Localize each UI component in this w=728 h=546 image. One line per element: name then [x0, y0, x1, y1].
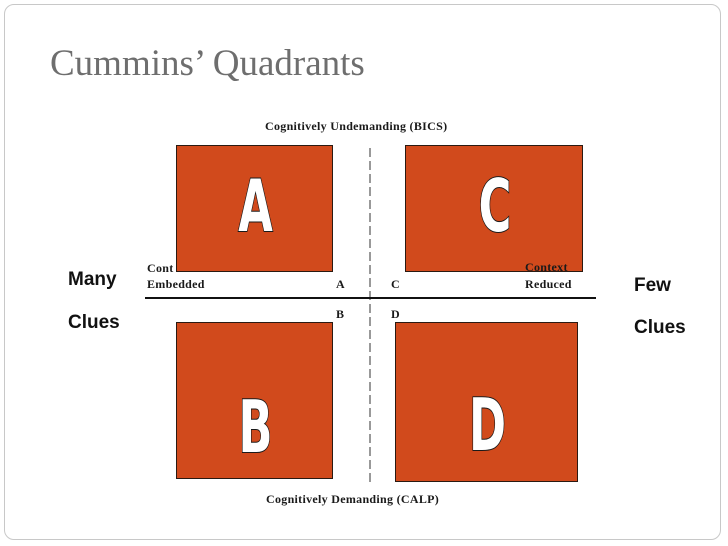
bottom-axis-label: Cognitively Demanding (CALP): [266, 492, 440, 506]
quadrant-c-inner-label: C: [391, 277, 400, 291]
quadrant-b-letter: B: [238, 384, 273, 470]
right-axis-label-line2: Reduced: [525, 277, 572, 291]
quadrant-d-letter: D: [468, 382, 507, 468]
many-clues-label: Clues: [68, 312, 120, 333]
quadrant-d-box: D: [395, 322, 578, 482]
few-label: Few: [634, 275, 671, 296]
quadrant-b-inner-label: B: [336, 307, 345, 321]
quadrant-a-inner-label: A: [336, 277, 345, 291]
left-axis-label-line2: Embedded: [147, 277, 205, 291]
many-label: Many: [68, 269, 117, 290]
quadrant-b-box: B: [176, 322, 333, 479]
few-clues-label: Clues: [634, 317, 686, 338]
top-axis-label: Cognitively Undemanding (BICS): [265, 119, 448, 133]
slide-frame: [4, 4, 721, 540]
quadrant-a-box: A: [176, 145, 333, 272]
slide-title: Cummins’ Quadrants: [50, 43, 365, 84]
quadrant-c-letter: C: [478, 163, 512, 249]
right-axis-label-line1: Context: [525, 260, 568, 274]
left-axis-label-line1: Cont: [147, 261, 174, 275]
quadrant-c-box: C: [405, 145, 583, 272]
quadrant-d-inner-label: D: [391, 307, 400, 321]
quadrant-a-letter: A: [238, 163, 274, 249]
